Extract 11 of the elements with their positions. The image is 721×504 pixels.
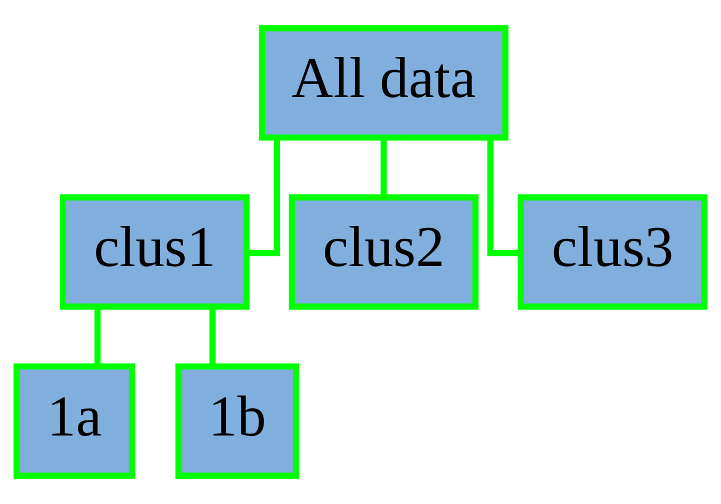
node-box: 1a: [14, 363, 136, 479]
connector: [209, 307, 216, 366]
connector: [487, 138, 521, 256]
connector: [246, 138, 280, 256]
node-box: clus3: [518, 194, 708, 310]
node-box: clus1: [60, 194, 250, 310]
connector: [94, 307, 101, 366]
node-box: All data: [258, 25, 508, 141]
node-box: clus2: [288, 194, 479, 310]
connector: [380, 138, 387, 198]
node-box: 1b: [175, 363, 300, 479]
